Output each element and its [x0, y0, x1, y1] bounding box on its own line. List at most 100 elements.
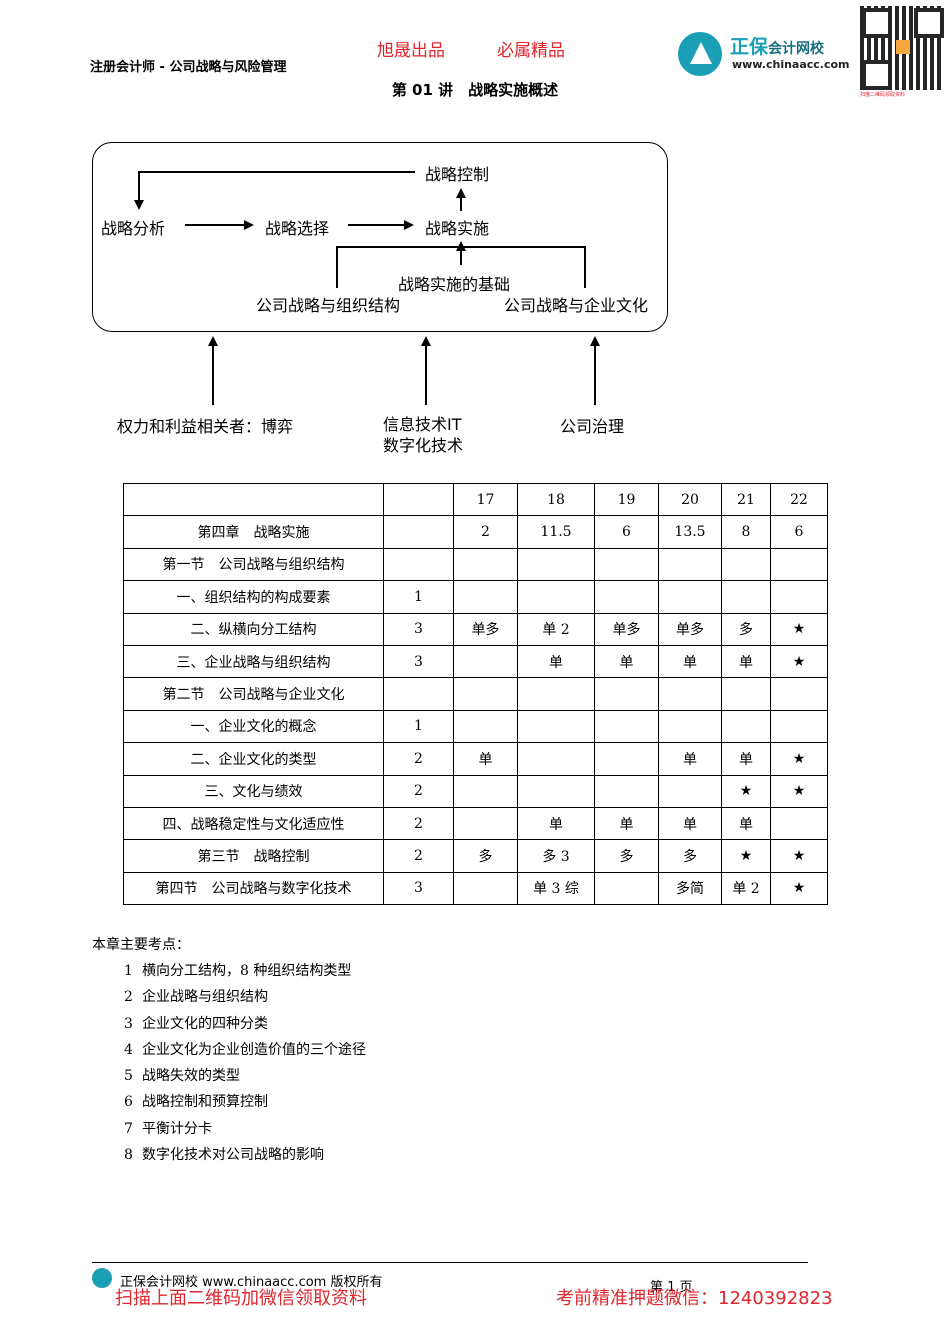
table-cell [517, 774, 595, 808]
table-cell [453, 580, 518, 614]
document-subject: 注册会计师 - 公司战略与风险管理 [90, 60, 287, 75]
lecture-title: 第 01 讲 战略实施概述 [391, 81, 559, 99]
table-cell: 2 [383, 774, 454, 808]
table-cell [383, 547, 454, 582]
site-logo[interactable]: 正保会计网校 www.chinaacc.com [678, 30, 858, 80]
table-cell [453, 547, 518, 582]
footer-copyright: 正保会计网校 www.chinaacc.com 版权所有 [120, 1275, 383, 1290]
table-cell [594, 742, 659, 776]
node-corporate-culture: 公司战略与企业文化 [504, 296, 649, 315]
table-cell: 3 [383, 644, 454, 679]
list-item: 5 战略失效的类型 [124, 1063, 366, 1089]
list-item-number: 7 [124, 1120, 133, 1137]
table-header-cell: 22 [770, 482, 828, 517]
table-cell: 13.5 [658, 515, 722, 549]
footer-logo-icon [92, 1268, 112, 1288]
table-cell [721, 580, 771, 614]
list-item-text: 企业战略与组织结构 [142, 989, 268, 1006]
table-cell: 多 [658, 839, 722, 873]
list-item-text: 战略失效的类型 [142, 1068, 240, 1085]
table-cell [517, 580, 595, 614]
qr-code-icon[interactable] [860, 6, 944, 90]
table-cell [594, 547, 659, 582]
table-cell: 8 [721, 515, 771, 549]
table-cell [453, 806, 518, 841]
table-cell [453, 644, 518, 679]
table-cell: ★ [770, 742, 828, 776]
table-cell: 2 [383, 742, 454, 776]
table-cell [517, 547, 595, 582]
table-cell: ★ [721, 839, 771, 873]
list-item-text: 数字化技术对公司战略的影响 [142, 1147, 324, 1164]
table-cell [453, 774, 518, 808]
list-item-number: 3 [124, 1015, 133, 1032]
page-number: 第 1 页 [650, 1280, 693, 1295]
table-cell [658, 547, 722, 582]
table-cell: 第四节 公司战略与数字化技术 [123, 871, 384, 906]
table-cell: 单 [721, 644, 771, 679]
list-item-text: 横向分工结构，8 种组织结构类型 [142, 963, 352, 979]
qr-finder [862, 60, 892, 90]
table-cell: 三、企业战略与组织结构 [123, 644, 384, 679]
table-cell [383, 677, 454, 711]
table-cell [594, 774, 659, 808]
qr-finder [862, 8, 892, 38]
logo-name: 正保 [730, 36, 769, 58]
diagram-arrows [134, 171, 600, 405]
logo-sub: 会计网校 [768, 41, 825, 57]
key-points-title: 本章主要考点： [92, 937, 190, 953]
table-header-cell: 18 [517, 482, 595, 517]
table-cell: 一、企业文化的概念 [123, 709, 384, 744]
table-cell: 多 [453, 839, 518, 873]
table-cell [383, 515, 454, 549]
table-cell: 三、文化与绩效 [123, 774, 384, 808]
table-cell: ★ [770, 644, 828, 679]
table-header-cell: 21 [721, 482, 771, 517]
table-cell: ★ [721, 774, 771, 808]
logo-url: www.chinaacc.com [732, 58, 850, 71]
table-header-cell: 20 [658, 482, 722, 517]
list-item-number: 2 [124, 989, 133, 1006]
table-row: 第二节 公司战略与企业文化 [123, 677, 828, 711]
footer-promo-right: 考前精准押题微信：1240392823 [556, 1288, 833, 1309]
table-cell: 第三节 战略控制 [123, 839, 384, 873]
node-implementation-basis: 战略实施的基础 [398, 275, 511, 294]
table-cell: 单多 [453, 612, 518, 646]
list-item-number: 5 [124, 1068, 133, 1085]
table-cell: 单 [721, 742, 771, 776]
table-cell: 单 [453, 742, 518, 776]
node-strategy-analysis: 战略分析 [101, 219, 166, 238]
table-cell: 单 [658, 806, 722, 841]
table-cell: 6 [770, 515, 828, 549]
table-cell: 多 [721, 612, 771, 646]
arrow-control-to-analysis [134, 171, 415, 210]
list-item: 3 企业文化的四种分类 [124, 1011, 366, 1037]
strategy-diagram-frame [92, 142, 668, 332]
table-cell: 多 3 [517, 839, 595, 873]
list-item-number: 6 [124, 1094, 133, 1111]
list-item-text: 企业文化的四种分类 [142, 1015, 268, 1032]
brand-slogan-left: 旭晟出品 [377, 41, 445, 61]
table-cell [517, 742, 595, 776]
table-cell: 第一节 公司战略与组织结构 [123, 547, 384, 582]
node-strategy-implementation: 战略实施 [425, 219, 490, 238]
qr-finder [914, 8, 944, 38]
table-cell: 二、纵横向分工结构 [123, 612, 384, 646]
table-cell: 单 2 [517, 612, 595, 646]
table-cell [770, 677, 828, 711]
brand-slogan-right: 必属精品 [497, 41, 565, 61]
qr-center-badge-icon [896, 40, 910, 54]
table-cell [658, 677, 722, 711]
table-cell: 单多 [658, 612, 722, 646]
